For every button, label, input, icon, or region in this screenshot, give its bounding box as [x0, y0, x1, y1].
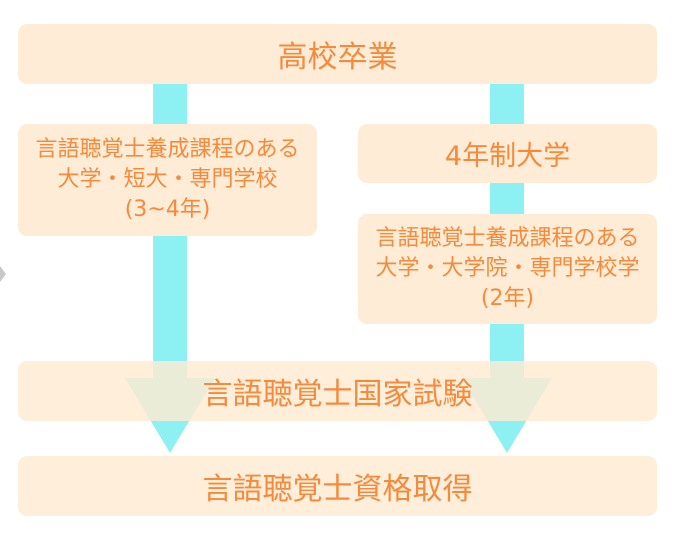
left-school-line-1: 言語聴覚士養成課程のある [35, 137, 300, 162]
right-school-line-1: 言語聴覚士養成課程のある [375, 226, 640, 251]
qualification-label: 言語聴覚士資格取得 [202, 472, 473, 507]
left-school-line-3: (3~4年) [124, 197, 211, 222]
left-school-line-2: 大学・短大・専門学校 [57, 167, 278, 192]
exam-label: 言語聴覚士国家試験 [202, 377, 473, 412]
university-box: 4年制大学 [358, 124, 657, 183]
exam-box: 言語聴覚士国家試験 [18, 361, 657, 421]
university-label: 4年制大学 [444, 141, 571, 172]
qualification-box: 言語聴覚士資格取得 [18, 456, 657, 516]
right-school-line-2: 大学・大学院・専門学校学 [375, 256, 640, 281]
graduation-box: 高校卒業 [18, 24, 657, 84]
right-school-box: 言語聴覚士養成課程のある 大学・大学院・専門学校学 (2年) [358, 214, 657, 324]
left-school-box: 言語聴覚士養成課程のある 大学・短大・専門学校 (3~4年) [18, 124, 317, 236]
edge-marker-icon [0, 266, 6, 282]
right-school-line-3: (2年) [480, 286, 535, 311]
graduation-label: 高校卒業 [277, 40, 398, 75]
